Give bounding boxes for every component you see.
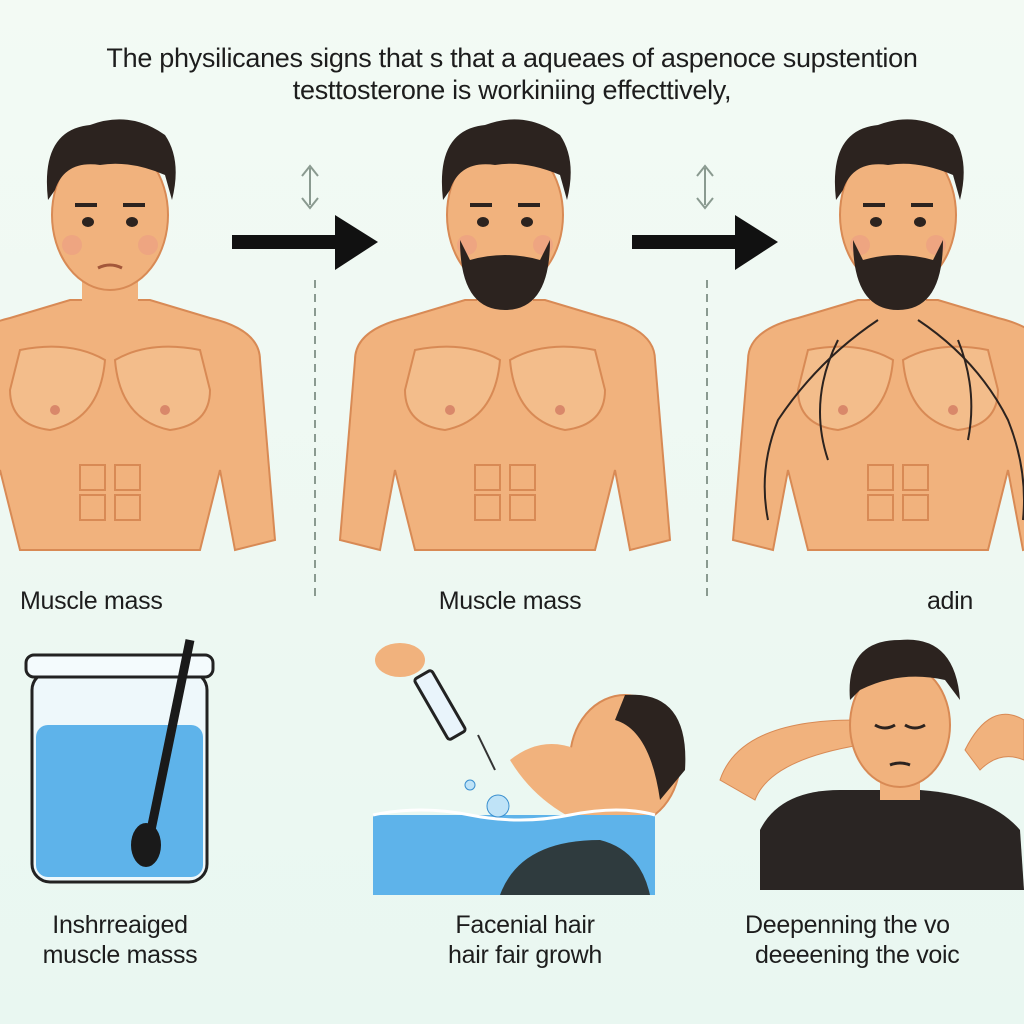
beard [460, 240, 550, 310]
man-covering-ears [719, 639, 1024, 890]
caption-1-line-1: Inshrreaiged [52, 911, 188, 939]
dashed-divider [314, 280, 708, 600]
arrow-right-icon [632, 215, 778, 270]
water-jar [24, 639, 215, 884]
figure-before [0, 117, 277, 552]
caption-1-line-2: muscle masss [42, 941, 198, 969]
figure-middle [338, 117, 672, 552]
title-line-1: The physilicanes signs that s that a aqu… [106, 43, 918, 73]
title-line-2: testtosterone is workiniing effecttively… [292, 75, 732, 105]
arrow-right-icon [232, 215, 378, 270]
caption-3-line-1: Deepenning the vo [745, 911, 950, 939]
caption-2-line-2: hair fair growh [448, 941, 602, 969]
caption-3: Deepenning the vo deeeening the voic [745, 910, 1024, 970]
caption-1: Inshrreaiged muscle masss [10, 910, 230, 970]
figure-hairy [731, 117, 1024, 552]
caption-2: Facenial hair hair fair growh [400, 910, 650, 970]
syringe-icon [413, 669, 496, 771]
caption-2-line-1: Facenial hair [455, 911, 595, 939]
caption-3-line-2: deeeening the voic [755, 941, 960, 969]
body-hair [763, 319, 1024, 521]
panel-label-1: Muscle mass [20, 587, 163, 615]
panel-label-3: adin [926, 587, 974, 615]
panel-label-2: Muscle mass [438, 587, 582, 615]
updown-arrow-icon [301, 164, 714, 210]
person-in-water [372, 643, 686, 895]
